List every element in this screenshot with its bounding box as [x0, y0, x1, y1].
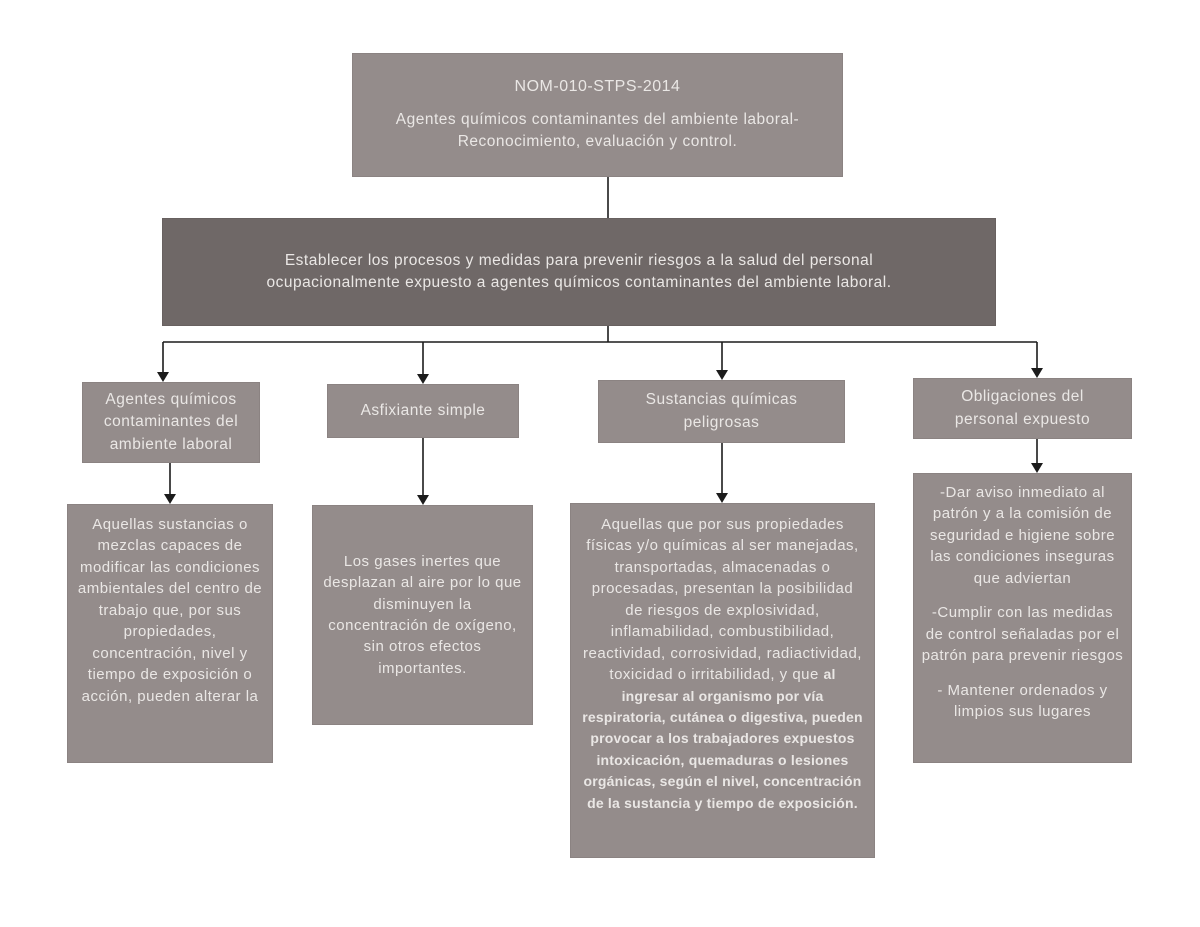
branch-header-agentes-quimicos: Agentes químicos contaminantes del ambie… [82, 382, 260, 463]
standard-code: NOM-010-STPS-2014 [514, 77, 681, 95]
branch-header-sustancias-peligrosas: Sustancias químicas peligrosas [598, 380, 845, 443]
connector-headers-to-descriptions [164, 438, 1043, 505]
branch-description-agentes-quimicos: Aquellas sustancias o mezclas capaces de… [67, 504, 273, 763]
objective-text: Establecer los procesos y medidas para p… [266, 251, 892, 291]
branch-description-sustancias-peligrosas: Aquellas que por sus propiedades físicas… [570, 503, 875, 858]
description-regular-text: Aquellas que por sus propiedades físicas… [583, 516, 862, 684]
obligation-item: -Dar aviso inmediato al patrón y a la co… [929, 484, 1116, 587]
obligation-item: -Cumplir con las medidas de control seña… [921, 604, 1124, 665]
description-text: Aquellas sustancias o mezclas capaces de… [77, 516, 263, 705]
connector-objective-to-branches [157, 326, 1043, 384]
description-text: Aquellas que por sus propiedades físicas… [581, 514, 864, 814]
title-box: NOM-010-STPS-2014 Agentes químicos conta… [352, 53, 843, 177]
description-bold-text: al ingresar al organismo por vía respira… [582, 666, 863, 811]
description-text: Los gases inertes que desplazan al aire … [323, 552, 522, 677]
branch-description-asfixiante-simple: Los gases inertes que desplazan al aire … [312, 505, 533, 725]
branch-header-label: Asfixiante simple [360, 401, 486, 419]
branch-description-obligaciones: -Dar aviso inmediato al patrón y a la co… [913, 473, 1132, 763]
branch-header-label: Sustancias químicas peligrosas [645, 391, 798, 431]
standard-subtitle: Agentes químicos contaminantes del ambie… [395, 110, 800, 150]
objective-box: Establecer los procesos y medidas para p… [162, 218, 996, 326]
branch-header-label: Agentes químicos contaminantes del ambie… [103, 390, 239, 453]
branch-header-label: Obligaciones del personal expuesto [954, 388, 1091, 428]
branch-header-obligaciones: Obligaciones del personal expuesto [913, 378, 1132, 439]
branch-header-asfixiante-simple: Asfixiante simple [327, 384, 519, 438]
obligation-item: - Mantener ordenados y limpios sus lugar… [937, 681, 1108, 720]
